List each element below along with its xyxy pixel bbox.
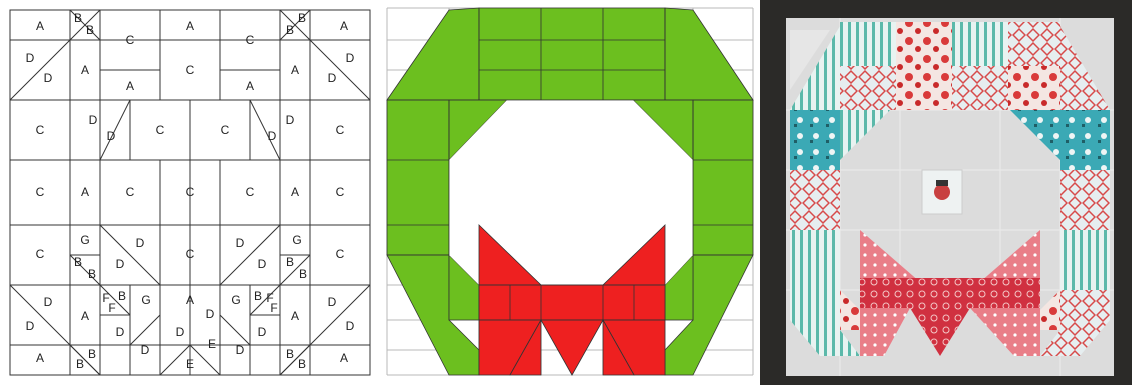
wreath-color-diagram	[383, 0, 756, 385]
label-a: A	[186, 19, 194, 33]
label-a: A	[340, 351, 348, 365]
label-g: G	[141, 293, 150, 307]
label-d: D	[116, 325, 125, 339]
label-c: C	[36, 123, 45, 137]
label-d: D	[89, 113, 98, 127]
label-a: A	[81, 185, 89, 199]
label-c: C	[126, 33, 135, 47]
label-a: A	[291, 309, 299, 323]
label-d: D	[268, 129, 277, 143]
label-b: B	[286, 255, 294, 269]
quilt-photo-svg	[760, 0, 1132, 385]
label-c: C	[336, 123, 345, 137]
label-d: D	[206, 307, 215, 321]
label-c: C	[336, 185, 345, 199]
label-b: B	[298, 357, 306, 371]
label-d: D	[286, 113, 295, 127]
label-a: A	[291, 185, 299, 199]
piecing-diagram: A B B C A C B B A D D A C A A A D D C D …	[0, 0, 380, 385]
label-d: D	[346, 319, 355, 333]
label-a: A	[36, 19, 44, 33]
label-d: D	[328, 295, 337, 309]
label-d: D	[26, 319, 35, 333]
label-c: C	[246, 185, 255, 199]
label-c: C	[186, 63, 195, 77]
label-b: B	[254, 289, 262, 303]
label-d: D	[44, 71, 53, 85]
label-c: C	[126, 185, 135, 199]
label-g: G	[292, 233, 301, 247]
label-f: F	[108, 301, 115, 315]
label-c: C	[36, 247, 45, 261]
label-a: A	[126, 79, 134, 93]
label-g: G	[80, 233, 89, 247]
quilt-photo	[760, 0, 1132, 385]
label-d: D	[258, 325, 267, 339]
label-c: C	[336, 247, 345, 261]
label-d: D	[26, 51, 35, 65]
label-e: E	[186, 357, 194, 371]
label-c: C	[246, 33, 255, 47]
label-c: C	[186, 247, 195, 261]
label-b: B	[88, 267, 96, 281]
label-g: G	[231, 293, 240, 307]
label-d: D	[44, 295, 53, 309]
label-d: D	[328, 71, 337, 85]
label-d: D	[141, 343, 150, 357]
label-e: E	[208, 337, 216, 351]
label-d: D	[236, 236, 245, 250]
label-c: C	[156, 123, 165, 137]
label-a: A	[246, 79, 254, 93]
label-b: B	[76, 357, 84, 371]
label-d: D	[107, 129, 116, 143]
label-b: B	[299, 267, 307, 281]
label-b: B	[286, 23, 294, 37]
label-b: B	[74, 255, 82, 269]
piecing-diagram-svg: A B B C A C B B A D D A C A A A D D C D …	[0, 0, 380, 385]
label-d: D	[176, 325, 185, 339]
label-d: D	[136, 236, 145, 250]
label-b: B	[298, 11, 306, 25]
label-a: A	[186, 293, 194, 307]
label-b: B	[86, 23, 94, 37]
label-a: A	[81, 63, 89, 77]
label-b: B	[74, 11, 82, 25]
label-d: D	[116, 257, 125, 271]
label-a: A	[340, 19, 348, 33]
label-b: B	[286, 347, 294, 361]
label-a: A	[81, 309, 89, 323]
wreath-svg	[383, 0, 756, 385]
label-b: B	[88, 347, 96, 361]
label-d: D	[258, 257, 267, 271]
label-d: D	[236, 343, 245, 357]
label-a: A	[36, 351, 44, 365]
label-f: F	[270, 301, 277, 315]
label-c: C	[221, 123, 230, 137]
label-b: B	[118, 289, 126, 303]
label-c: C	[36, 185, 45, 199]
label-c: C	[186, 185, 195, 199]
label-d: D	[346, 51, 355, 65]
label-a: A	[291, 63, 299, 77]
